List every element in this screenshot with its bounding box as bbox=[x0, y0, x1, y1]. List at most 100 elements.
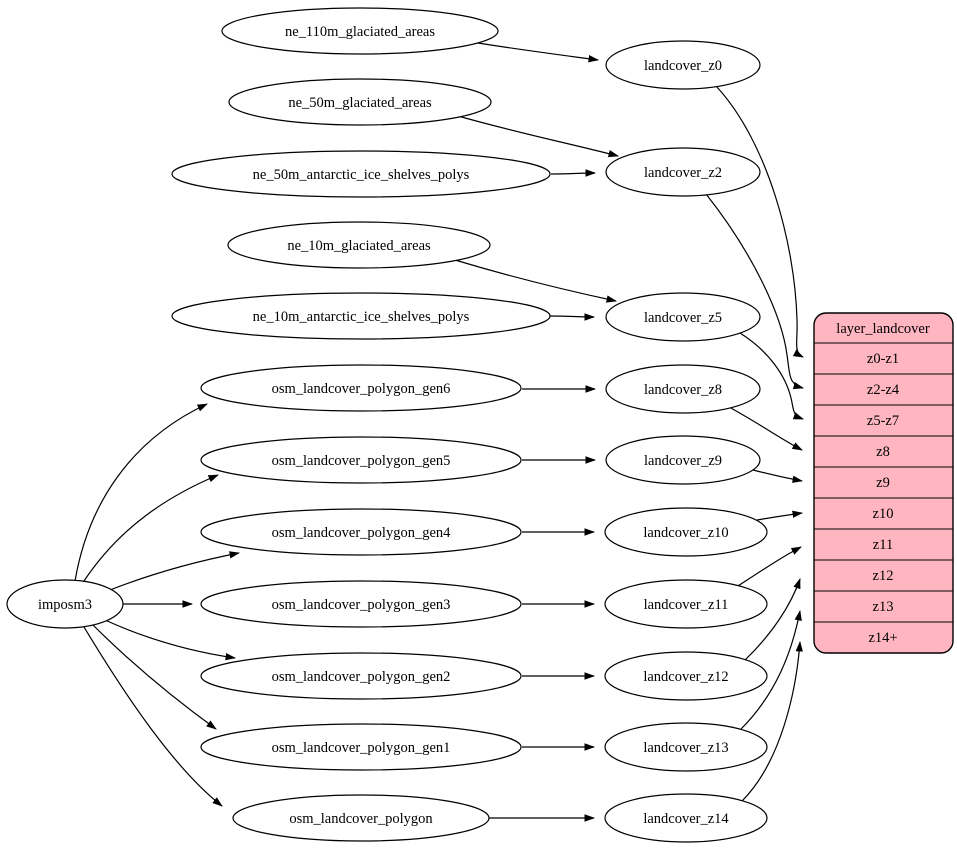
source-ellipse bbox=[200, 508, 522, 556]
intermediate-label: landcover_z13 bbox=[643, 740, 728, 756]
edge-imposm3-osm_landcover_polygon bbox=[83, 626, 223, 807]
edge-imposm3-osm_landcover_polygon_gen5 bbox=[83, 474, 219, 582]
intermediate-label: landcover_z0 bbox=[644, 58, 722, 74]
source-ellipse bbox=[228, 78, 492, 126]
intermediate-ellipse bbox=[604, 651, 768, 701]
intermediate-ellipse bbox=[605, 435, 761, 485]
layer-row-z13: z13 bbox=[873, 599, 894, 615]
node-landcover_z11: landcover_z11 bbox=[604, 579, 768, 629]
intermediate-label: landcover_z11 bbox=[644, 597, 729, 613]
edge-landcover_z10-row-z10 bbox=[756, 510, 803, 521]
node-ne_50m_antarctic_ice_shelves_polys: ne_50m_antarctic_ice_shelves_polys bbox=[171, 150, 551, 198]
edge-landcover_z11-row-z11 bbox=[737, 546, 802, 587]
layer-title: layer_landcover bbox=[836, 321, 930, 337]
node-landcover_z10: landcover_z10 bbox=[604, 507, 768, 557]
node-ne_110m_glaciated_areas: ne_110m_glaciated_areas bbox=[221, 7, 499, 55]
edge-ne_50m_glaciated_areas-landcover_z2 bbox=[457, 115, 619, 158]
edge-landcover_z12-row-z12 bbox=[744, 578, 801, 661]
intermediate-ellipse bbox=[604, 722, 768, 772]
node-landcover_z14: landcover_z14 bbox=[604, 793, 768, 843]
node-osm_landcover_polygon_gen5: osm_landcover_polygon_gen5 bbox=[200, 436, 522, 484]
node-ne_50m_glaciated_areas: ne_50m_glaciated_areas bbox=[228, 78, 492, 126]
edge-landcover_z8-row-z8 bbox=[728, 406, 803, 451]
edge-landcover_z2-row-z2-z4 bbox=[705, 193, 804, 390]
intermediate-label: landcover_z8 bbox=[644, 382, 722, 398]
intermediate-ellipse bbox=[604, 507, 768, 557]
edge-imposm3-osm_landcover_polygon_gen4 bbox=[109, 551, 240, 591]
node-osm_landcover_polygon: osm_landcover_polygon bbox=[232, 794, 490, 842]
source-label: osm_landcover_polygon_gen5 bbox=[272, 453, 451, 469]
edges bbox=[74, 42, 804, 822]
edge-ne_110m_glaciated_areas-landcover_z0 bbox=[477, 42, 599, 63]
layer-row-z2-z4: z2-z4 bbox=[867, 382, 900, 398]
source-label: osm_landcover_polygon_gen3 bbox=[272, 597, 451, 613]
node-osm_landcover_polygon_gen6: osm_landcover_polygon_gen6 bbox=[200, 364, 522, 412]
intermediate-ellipse bbox=[605, 147, 761, 197]
node-osm_landcover_polygon_gen1: osm_landcover_polygon_gen1 bbox=[200, 723, 522, 771]
source-label: ne_10m_glaciated_areas bbox=[287, 238, 431, 254]
edge-landcover_z14-row-z14plus bbox=[741, 641, 803, 802]
source-ellipse bbox=[227, 221, 491, 269]
layer-row-z12: z12 bbox=[873, 568, 894, 584]
layer-row-z14plus: z14+ bbox=[868, 630, 897, 646]
layer-row-z11: z11 bbox=[873, 537, 893, 553]
intermediate-label: landcover_z2 bbox=[644, 165, 722, 181]
node-osm_landcover_polygon_gen3: osm_landcover_polygon_gen3 bbox=[200, 580, 522, 628]
edge-ne_10m_antarctic_ice_shelves_polys-landcover_z5 bbox=[549, 313, 595, 321]
node-landcover_z12: landcover_z12 bbox=[604, 651, 768, 701]
edge-imposm3-osm_landcover_polygon_gen2 bbox=[104, 619, 236, 661]
node-ne_10m_antarctic_ice_shelves_polys: ne_10m_antarctic_ice_shelves_polys bbox=[171, 292, 551, 340]
node-layer_landcover: layer_landcover z0-z1 z2-z4 z5-z7 z8 z9 … bbox=[813, 312, 954, 654]
source-ellipse bbox=[200, 652, 522, 700]
node-landcover_z13: landcover_z13 bbox=[604, 722, 768, 772]
source-label: ne_50m_glaciated_areas bbox=[288, 95, 432, 111]
imposm3-label: imposm3 bbox=[38, 597, 92, 613]
layer-row-z9: z9 bbox=[876, 475, 890, 491]
edge-ne_50m_antarctic_ice_shelves_polys-landcover_z2 bbox=[550, 169, 596, 177]
source-label: osm_landcover_polygon_gen1 bbox=[272, 740, 451, 756]
edge-ne_10m_glaciated_areas-landcover_z5 bbox=[454, 259, 617, 303]
edge-landcover_z9-row-z9 bbox=[752, 469, 803, 483]
intermediate-label: landcover_z10 bbox=[643, 525, 728, 541]
node-landcover_z8: landcover_z8 bbox=[605, 364, 761, 414]
node-ne_10m_glaciated_areas: ne_10m_glaciated_areas bbox=[227, 221, 491, 269]
source-ellipse bbox=[200, 364, 522, 412]
imposm3-ellipse bbox=[6, 579, 124, 629]
intermediate-label: landcover_z9 bbox=[644, 453, 722, 469]
intermediate-label: landcover_z5 bbox=[644, 310, 722, 326]
edge-landcover_z5-row-z5-z7 bbox=[739, 332, 804, 420]
source-ellipse bbox=[200, 723, 522, 771]
source-ellipse bbox=[200, 436, 522, 484]
layer-record-box bbox=[813, 312, 954, 654]
source-ellipse bbox=[232, 794, 490, 842]
edge-landcover_z0-row-z0-z1 bbox=[715, 85, 804, 358]
intermediate-ellipse bbox=[604, 579, 768, 629]
node-imposm3: imposm3 bbox=[6, 579, 124, 629]
intermediate-ellipse bbox=[605, 292, 761, 342]
edge-imposm3-osm_landcover_polygon_gen6 bbox=[74, 403, 208, 582]
node-landcover_z9: landcover_z9 bbox=[605, 435, 761, 485]
node-landcover_z5: landcover_z5 bbox=[605, 292, 761, 342]
source-ellipse bbox=[221, 7, 499, 55]
edge-landcover_z13-row-z13 bbox=[740, 610, 802, 730]
layer-row-z0-z1: z0-z1 bbox=[867, 351, 899, 367]
source-label: ne_10m_antarctic_ice_shelves_polys bbox=[253, 309, 470, 325]
layer-row-z8: z8 bbox=[876, 444, 890, 460]
source-ellipse bbox=[200, 580, 522, 628]
source-ellipse bbox=[171, 150, 551, 198]
source-label: osm_landcover_polygon bbox=[289, 811, 433, 827]
source-label: ne_50m_antarctic_ice_shelves_polys bbox=[253, 167, 470, 183]
node-osm_landcover_polygon_gen4: osm_landcover_polygon_gen4 bbox=[200, 508, 522, 556]
edge-imposm3-osm_landcover_polygon_gen1 bbox=[91, 623, 217, 730]
node-landcover_z2: landcover_z2 bbox=[605, 147, 761, 197]
source-label: osm_landcover_polygon_gen6 bbox=[272, 381, 451, 397]
intermediate-ellipse bbox=[604, 793, 768, 843]
source-ellipse bbox=[171, 292, 551, 340]
layer-row-z10: z10 bbox=[873, 506, 894, 522]
source-label: ne_110m_glaciated_areas bbox=[285, 24, 435, 40]
source-label: osm_landcover_polygon_gen2 bbox=[272, 669, 451, 685]
layer-row-z5-z7: z5-z7 bbox=[867, 413, 899, 429]
source-label: osm_landcover_polygon_gen4 bbox=[272, 525, 452, 541]
